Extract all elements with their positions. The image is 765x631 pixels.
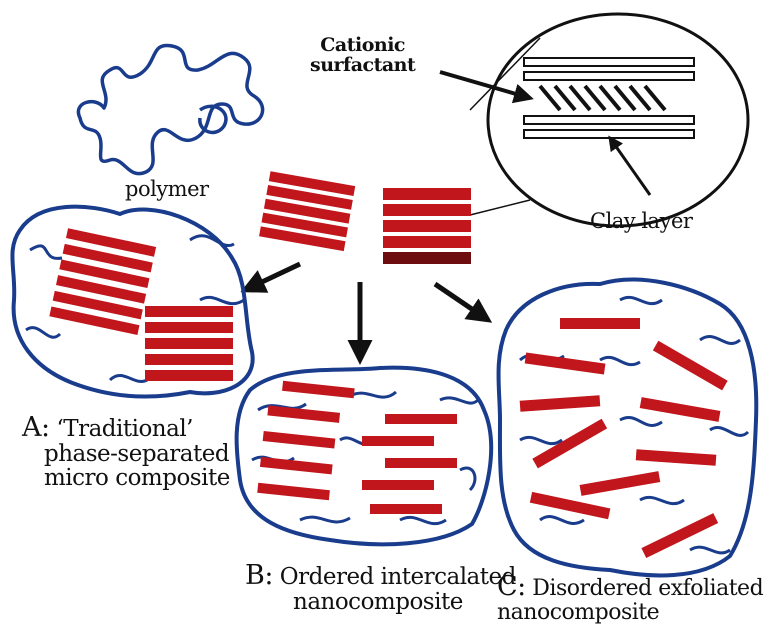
cationic-line-2: surfactant (310, 56, 415, 76)
label-b-line-1: Ordered intercalated (280, 564, 516, 590)
label-c-line-1: Disordered exfoliated (532, 576, 763, 601)
nanocomposite-c (499, 280, 757, 576)
label-b-line-2: nanocomposite (245, 590, 516, 614)
label-b-letter: B: (245, 560, 273, 591)
label-a-line-2: phase-separated (22, 442, 230, 466)
cationic-surfactant-label: Cationic surfactant (310, 36, 415, 76)
arrow-icon (435, 284, 488, 320)
label-c-line-2: nanocomposite (497, 601, 763, 624)
cationic-line-1: Cationic (310, 36, 415, 56)
polymer-label: polymer (125, 178, 209, 200)
clay-stack-icon (383, 188, 471, 264)
clay-layer-label: Clay layer (590, 210, 692, 232)
label-c-letter: C: (497, 571, 526, 602)
arrow-icon (245, 264, 300, 290)
label-a-line-1: ‘Traditional’ (56, 416, 193, 442)
label-a-line-3: micro composite (22, 466, 230, 490)
nanocomposite-b (237, 368, 492, 545)
polymer-coil-icon (78, 45, 262, 173)
microcomposite-a (12, 207, 252, 397)
label-a-letter: A: (22, 412, 50, 443)
label-c: C: Disordered exfoliated nanocomposite (497, 573, 763, 624)
zoom-circle-icon (440, 14, 748, 226)
clay-stack-icon (259, 171, 355, 251)
label-b: B: Ordered intercalated nanocomposite (245, 562, 516, 614)
label-a: A: ‘Traditional’ phase-separated micro c… (22, 414, 230, 491)
